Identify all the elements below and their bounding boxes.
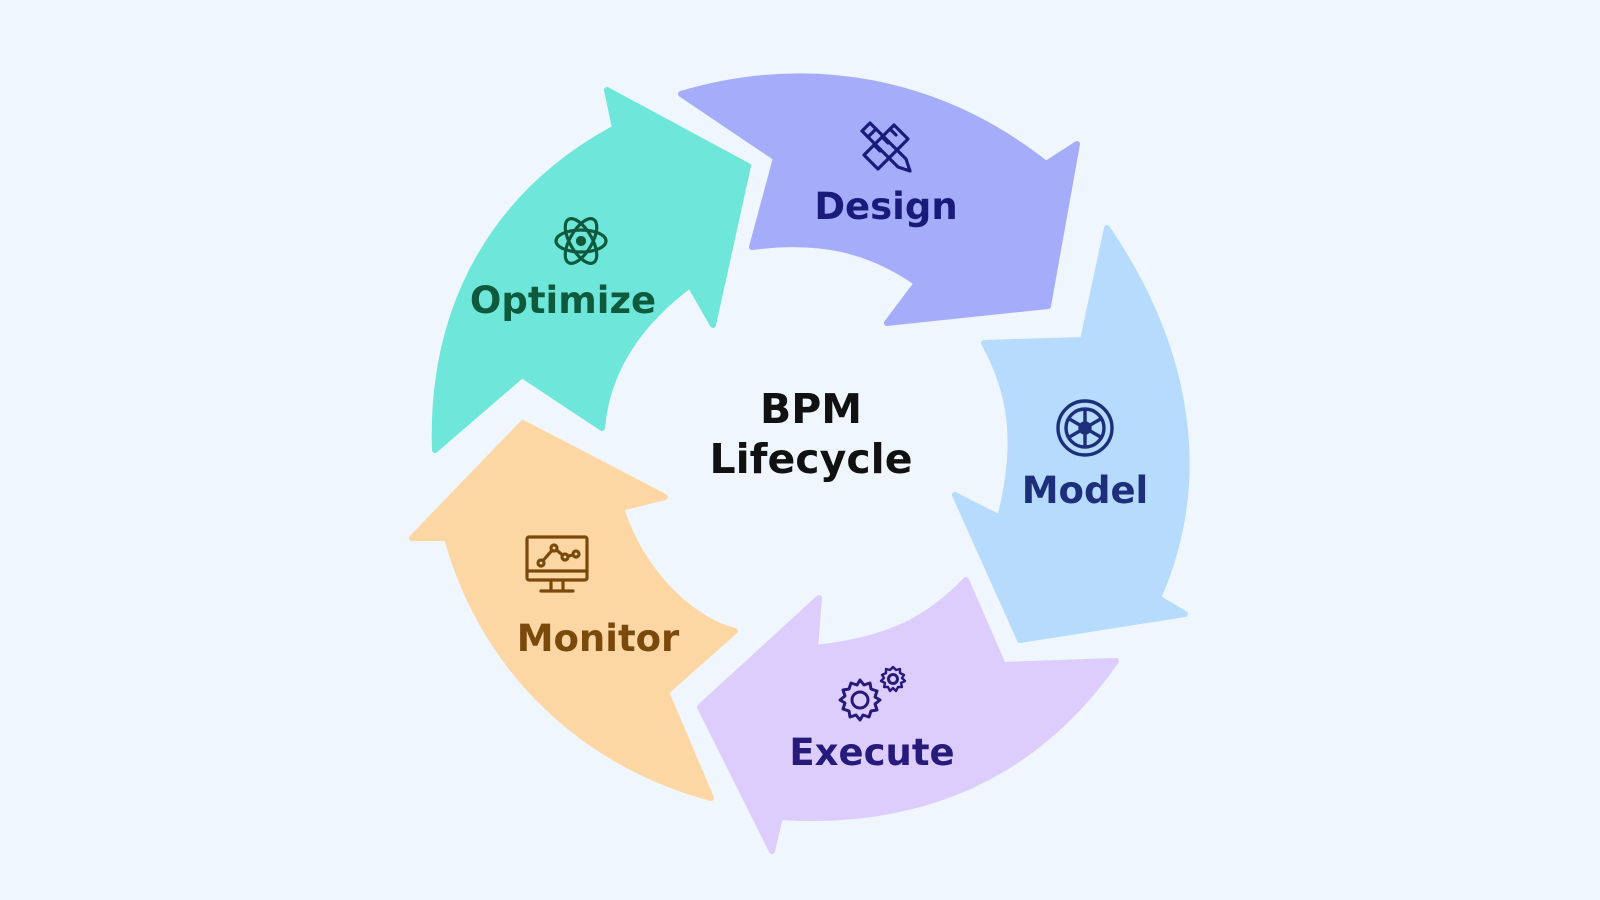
optimize-arrow	[431, 87, 751, 453]
gears-icon	[838, 665, 907, 722]
monitor-label: Monitor	[517, 617, 680, 660]
design-arrow	[678, 73, 1080, 326]
pencil-ruler-icon	[860, 121, 912, 173]
wheel-icon	[1056, 399, 1114, 457]
stage-optimize: Optimize	[431, 87, 751, 453]
execute-label: Execute	[789, 731, 954, 774]
stage-design: Design	[678, 73, 1080, 326]
atom-icon	[554, 217, 608, 265]
center-title-line1: BPM	[760, 385, 862, 433]
stage-monitor: Monitor	[409, 420, 738, 801]
stage-execute: Execute	[697, 577, 1119, 854]
center-title-line2: Lifecycle	[709, 435, 912, 483]
stage-model: Model	[952, 225, 1190, 643]
monitor-chart-icon	[525, 535, 589, 593]
model-label: Model	[1022, 469, 1149, 512]
monitor-arrow	[409, 420, 738, 801]
optimize-label: Optimize	[470, 279, 656, 322]
design-label: Design	[814, 185, 957, 228]
center-title: BPM Lifecycle	[709, 385, 912, 483]
model-arrow	[952, 225, 1190, 643]
execute-arrow	[697, 577, 1119, 854]
